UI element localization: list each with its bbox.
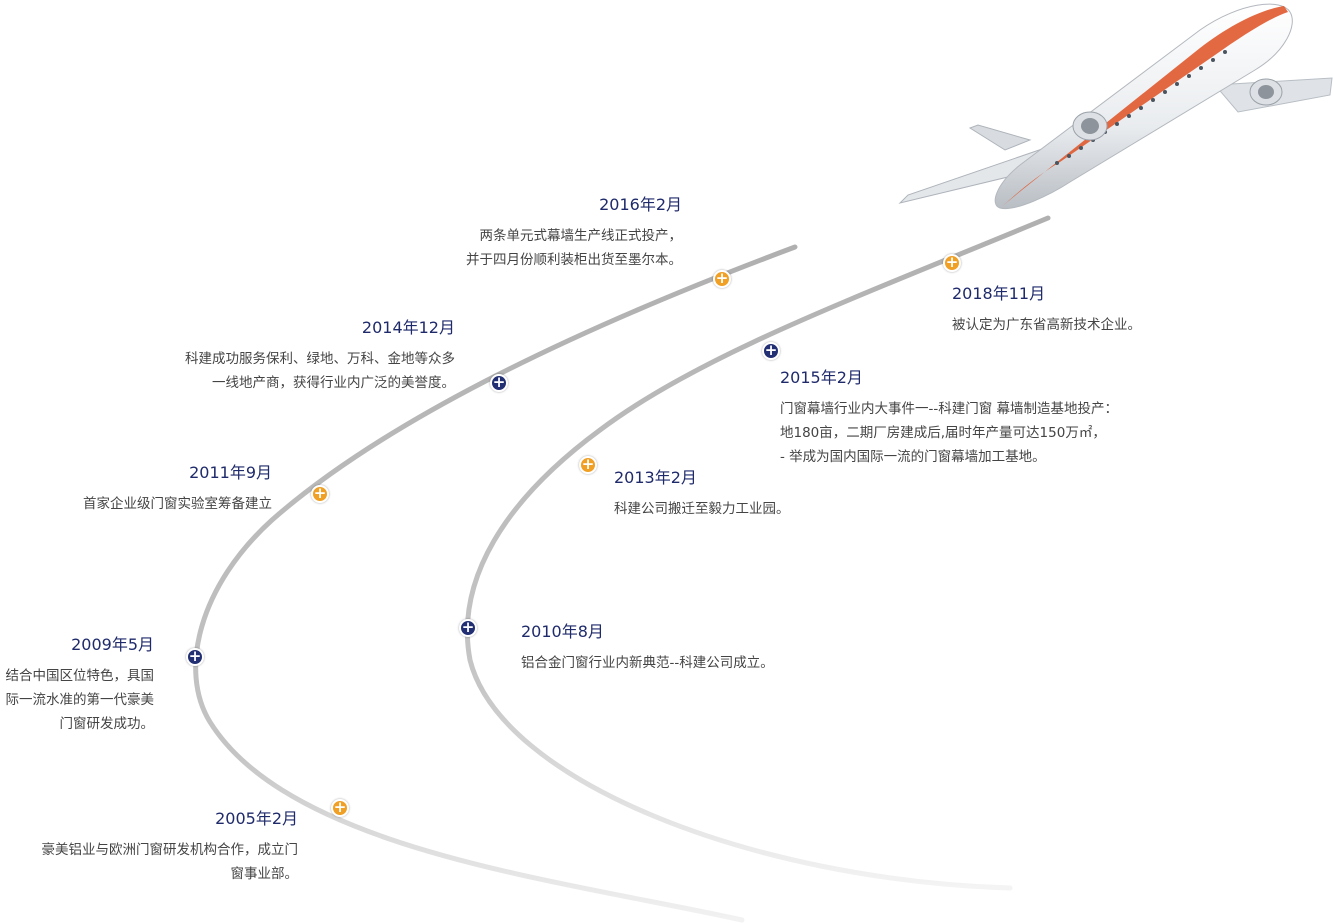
event-2010: 2010年8月 铝合金门窗行业内新典范--科建公司成立。	[521, 621, 774, 675]
event-2011: 2011年9月 首家企业级门窗实验室筹备建立	[83, 462, 272, 516]
event-2005: 2005年2月 豪美铝业与欧洲门窗研发机构合作，成立门 窗事业部。	[42, 808, 299, 886]
marker-2009[interactable]: +	[186, 648, 204, 666]
event-desc: 首家企业级门窗实验室筹备建立	[83, 492, 272, 516]
desc-line: 被认定为广东省高新技术企业。	[952, 317, 1141, 333]
marker-2013[interactable]: +	[579, 456, 597, 474]
event-date: 2009年5月	[71, 635, 154, 654]
event-date: 2010年8月	[521, 622, 604, 641]
marker-2016[interactable]: +	[713, 270, 731, 288]
desc-line: 际一流水准的第一代豪美	[5, 692, 155, 708]
desc-line: 首家企业级门窗实验室筹备建立	[83, 496, 272, 512]
event-desc: 两条单元式幕墙生产线正式投产， 并于四月份顺利装柜出货至墨尔本。	[466, 224, 682, 272]
event-date: 2018年11月	[952, 284, 1046, 303]
marker-2015[interactable]: +	[762, 342, 780, 360]
event-2018: 2018年11月 被认定为广东省高新技术企业。	[952, 283, 1141, 337]
airplane-illustration	[898, 3, 1333, 210]
desc-line: 豪美铝业与欧洲门窗研发机构合作，成立门	[41, 842, 299, 858]
desc-line: 地180亩，二期厂房建成后,届时年产量可达150万㎡，	[780, 425, 1106, 441]
event-desc: 结合中国区位特色，具国 际一流水准的第一代豪美 门窗研发成功。	[6, 664, 155, 736]
desc-line: 两条单元式幕墙生产线正式投产，	[479, 228, 683, 244]
marker-2010[interactable]: +	[459, 619, 477, 637]
desc-line: 并于四月份顺利装柜出货至墨尔本。	[466, 252, 682, 268]
event-desc: 铝合金门窗行业内新典范--科建公司成立。	[521, 651, 774, 675]
event-date: 2014年12月	[361, 318, 455, 337]
desc-line: - 举成为国内国际一流的门窗幕墙加工基地。	[780, 449, 1046, 465]
event-2015: 2015年2月 门窗幕墙行业内大事件一--科建门窗 幕墙制造基地投产： 地180…	[780, 367, 1118, 469]
event-desc: 科建公司搬迁至毅力工业园。	[614, 497, 790, 521]
track-right	[464, 215, 1051, 891]
event-date: 2015年2月	[780, 368, 863, 387]
marker-2011[interactable]: +	[311, 485, 329, 503]
desc-line: 一线地产商，获得行业内广泛的美誉度。	[212, 375, 455, 391]
desc-line: 窗事业部。	[230, 866, 299, 882]
event-date: 2005年2月	[215, 809, 298, 828]
event-desc: 被认定为广东省高新技术企业。	[952, 313, 1141, 337]
desc-line: 铝合金门窗行业内新典范--科建公司成立。	[521, 655, 774, 671]
desc-line: 门窗幕墙行业内大事件一--科建门窗 幕墙制造基地投产：	[780, 401, 1119, 417]
event-desc: 科建成功服务保利、绿地、万科、金地等众多 一线地产商，获得行业内广泛的美誉度。	[185, 347, 455, 395]
event-2013: 2013年2月 科建公司搬迁至毅力工业园。	[614, 467, 790, 521]
event-2009: 2009年5月 结合中国区位特色，具国 际一流水准的第一代豪美 门窗研发成功。	[6, 634, 155, 736]
marker-2014[interactable]: +	[490, 374, 508, 392]
desc-line: 科建成功服务保利、绿地、万科、金地等众多	[185, 351, 455, 367]
event-desc: 豪美铝业与欧洲门窗研发机构合作，成立门 窗事业部。	[42, 838, 299, 886]
marker-2005[interactable]: +	[331, 799, 349, 817]
event-date: 2011年9月	[189, 463, 272, 482]
event-desc: 门窗幕墙行业内大事件一--科建门窗 幕墙制造基地投产： 地180亩，二期厂房建成…	[780, 397, 1118, 469]
desc-line: 门窗研发成功。	[59, 716, 155, 732]
event-2014: 2014年12月 科建成功服务保利、绿地、万科、金地等众多 一线地产商，获得行业…	[185, 317, 455, 395]
desc-line: 结合中国区位特色，具国	[5, 668, 155, 684]
desc-line: 科建公司搬迁至毅力工业园。	[614, 501, 790, 517]
track-left	[193, 244, 798, 923]
marker-2018[interactable]: +	[943, 254, 961, 272]
event-date: 2013年2月	[614, 468, 697, 487]
event-2016: 2016年2月 两条单元式幕墙生产线正式投产， 并于四月份顺利装柜出货至墨尔本。	[466, 194, 682, 272]
event-date: 2016年2月	[599, 195, 682, 214]
